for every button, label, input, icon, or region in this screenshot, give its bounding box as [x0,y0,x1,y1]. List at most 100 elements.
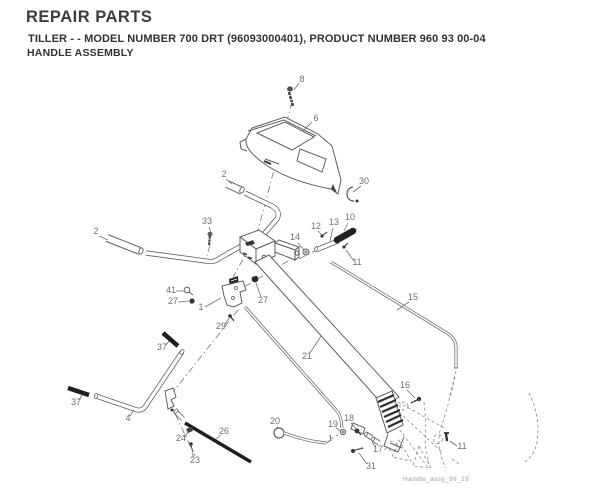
lever-grip-part-10 [333,227,357,244]
page-header: REPAIR PARTS TILLER - - MODEL NUMBER 700… [26,8,486,59]
part-callout: 27 [168,296,178,306]
nut-part-19 [339,428,347,436]
ghost-tiller-body [330,370,539,469]
part-callout: 18 [344,413,354,423]
callout-leader [317,230,323,236]
callout-leader [406,389,416,399]
part-callout: 37 [71,397,81,407]
bolt-part-11a [342,245,346,249]
callout-leader [129,409,135,417]
callout-leader [208,226,212,234]
callout-leader [335,427,342,432]
section-title: HANDLE ASSEMBLY [27,47,134,59]
page-title: REPAIR PARTS [26,8,153,26]
part-callout: 31 [366,461,376,471]
upper-handlebar [225,180,281,236]
part-callout: 19 [328,419,338,429]
callout-leader [352,185,362,193]
nut-part-14 [302,248,310,256]
callout-leader [255,282,262,298]
callout-leader [224,317,230,325]
part-callout: 27 [258,295,268,305]
main-beam-part-21 [254,254,405,453]
callout-leader [215,434,222,440]
part-callout: 11 [352,257,361,267]
callout-leader [184,431,189,438]
bolt-part-23 [189,442,193,446]
callout-leader [350,422,357,430]
part-callout: 10 [345,212,355,222]
grip-part-37-top [161,331,180,348]
callout-leader [177,300,190,303]
callout-leader [329,227,334,242]
lower-fasteners [339,396,449,453]
lower-handle-part-4 [67,331,185,413]
part-callout: 41 [166,285,176,295]
screw-part-16 [410,396,422,405]
bolt-part-29 [228,314,232,318]
part-callout: 13 [329,217,339,227]
callout-leader [309,335,322,354]
part-callout: 21 [302,351,312,361]
callout-leader [343,222,349,232]
part-callout: 2 [221,169,226,179]
part-callout: 15 [408,292,418,302]
callout-leader [345,249,355,262]
callout-leader [204,297,222,308]
callout-leader [276,425,279,430]
part-callout: 33 [202,216,212,226]
screw-part-8 [287,86,295,107]
knob-part-27-right [251,275,259,283]
callout-leader [191,452,195,459]
callout-leader [449,440,458,447]
bolt-part-31 [351,447,364,453]
callout-leader [302,121,313,132]
part-callout: 37 [157,342,167,352]
part-callout: 30 [359,176,369,186]
callout-leader [358,452,368,465]
rod-part-15 [330,260,458,369]
console-panel-part [239,116,342,195]
shift-rod [243,306,344,429]
part-callout: 1 [198,302,203,312]
part-callout: 24 [176,433,186,443]
grip-part-37-left [67,385,90,398]
wing-nut [186,427,193,433]
part-callout: 17 [373,444,383,454]
bracket-part-1 [183,275,259,322]
part-callout: 14 [290,232,300,242]
callout-leader [371,441,377,448]
part-callout: 6 [313,113,318,123]
part-callout: 12 [311,221,321,231]
lever-assembly [302,227,357,256]
model-subtitle: TILLER - - MODEL NUMBER 700 DRT (9609300… [28,33,486,45]
bushings-part-17 [363,431,381,446]
callout-leader [293,82,300,91]
part-callout: 20 [270,416,280,426]
left-handlebar [105,234,252,265]
rod-part-20 [273,427,332,445]
callout-leader [396,301,410,311]
rod-part-26 [173,408,252,464]
mount-bracket [238,229,277,265]
nut-part-27-left [189,298,195,304]
clip-part-41 [183,286,191,294]
part-callout: 4 [125,413,130,423]
part-callout: 8 [299,74,304,84]
bolt-part-11b [444,432,449,442]
handle-strap [164,387,177,410]
bracket-square-tube [273,239,301,261]
screw-part-33 [207,231,213,246]
callout-leader [225,178,233,185]
part-callout: 11 [457,441,466,451]
callout-leader [98,235,109,241]
part-callout: 29 [216,321,226,331]
part-callout: 26 [219,426,229,436]
bolt-part-12 [320,234,324,238]
callout-leader [165,340,170,346]
part-callout: 16 [400,380,410,390]
clip-part-30 [346,186,359,203]
